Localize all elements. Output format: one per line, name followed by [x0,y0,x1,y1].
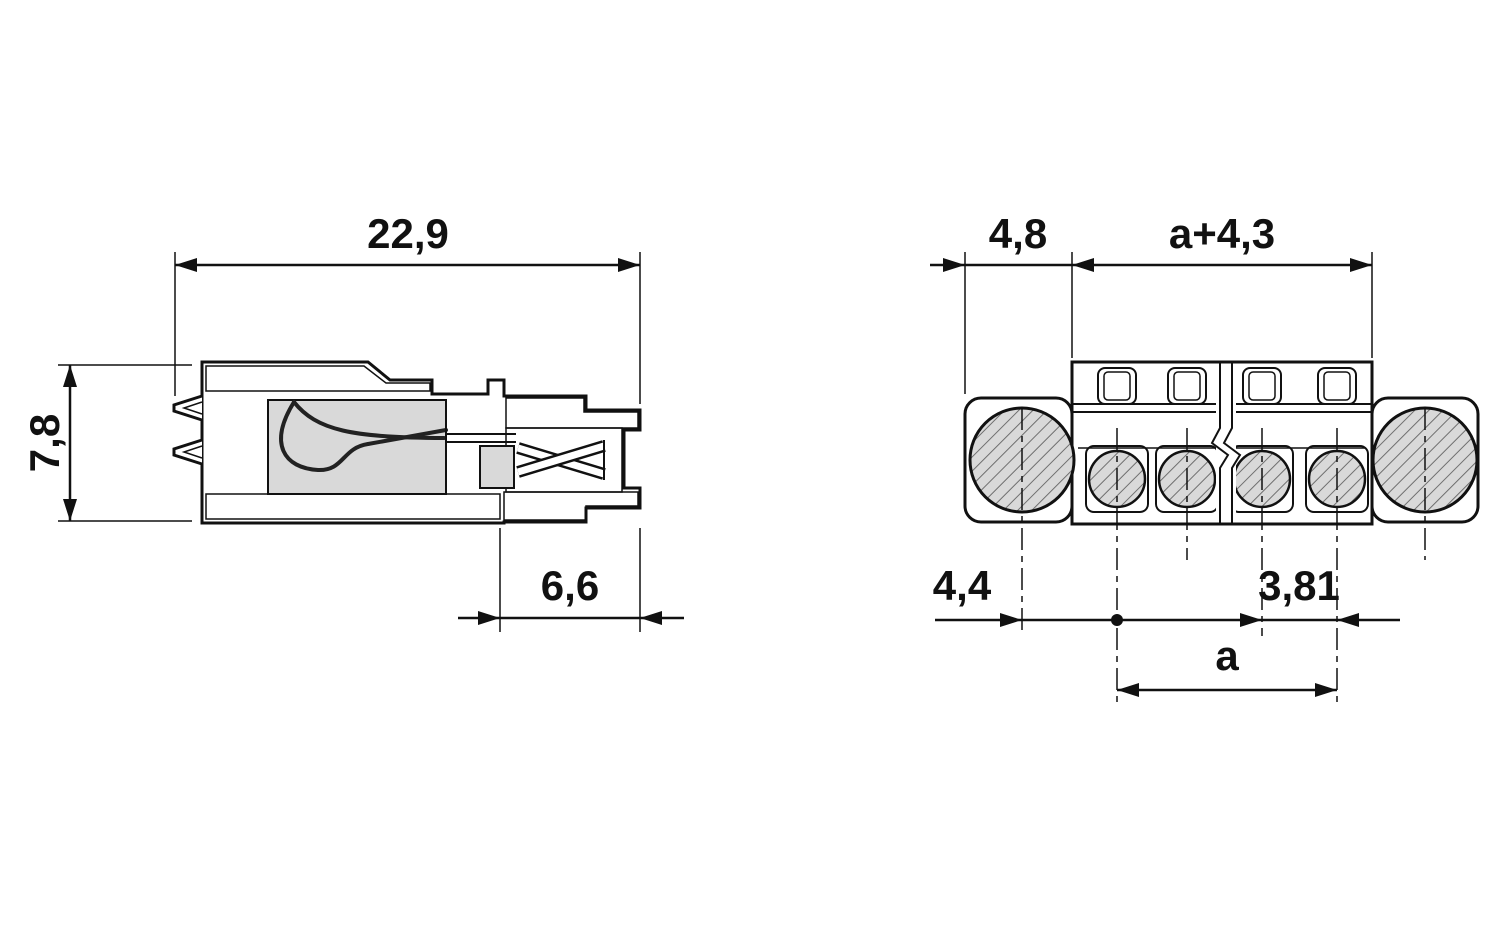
arrow-left-icon [1072,258,1094,272]
arrow-right-icon [478,611,500,625]
hatch-bottom-right-wall [503,491,639,521]
arrow-up-icon [63,365,77,387]
dim-label-flange-width: 4,8 [989,210,1047,257]
arrow-right-icon [618,258,640,272]
lever-window-inner [1323,371,1351,401]
dim-label-span: a [1215,632,1239,679]
funnel-upper [172,394,203,422]
wire-entry-funnels [172,394,203,466]
lever-window [1317,367,1357,405]
funnel-upper-inner [181,401,203,415]
contact-rail [445,400,516,494]
lever-window-inner [1173,371,1201,401]
lever-windows [1097,367,1357,405]
funnel-lower [172,438,203,466]
dim-side-depth: 6,6 [458,528,684,632]
lever-window-inner [1248,371,1276,401]
dim-label-overall-width: a+4,3 [1169,210,1275,257]
arrow-right-icon [1315,683,1337,697]
dim-origin-dot [1111,614,1123,626]
dim-label-hole-offset: 4,4 [933,562,992,609]
lever-window [1167,367,1207,405]
arrow-right-icon [1240,613,1262,627]
dim-front-bottom: 4,4 3,81 [933,562,1400,627]
lever-window [1242,367,1282,405]
arrow-left-icon [1117,683,1139,697]
lever-window-inner [1103,371,1131,401]
front-view: 4,8 a+4,3 4,4 3,81 a [930,210,1480,702]
arrow-right-icon [943,258,965,272]
dim-front-top: 4,8 a+4,3 [930,210,1373,394]
socket-contact [516,440,606,480]
arrow-left-icon [175,258,197,272]
dim-label-pitch: 3,81 [1258,562,1340,609]
hatch-top-wall [205,365,431,392]
side-view: 22,9 7,8 6,6 [21,210,684,632]
lever-window [1097,367,1137,405]
arrow-right-icon [1000,613,1022,627]
insulator-block [479,445,515,489]
centerlines [1021,408,1426,702]
dim-front-span: a [1117,632,1337,697]
clamp-spring [279,400,448,473]
dim-label-side-height: 7,8 [21,414,68,472]
dim-label-side-width: 22,9 [367,210,449,257]
dim-label-side-depth: 6,6 [541,562,599,609]
funnel-lower-inner [181,445,203,459]
arrow-down-icon [63,499,77,521]
dim-side-width: 22,9 [174,210,641,404]
arrow-left-icon [640,611,662,625]
arrow-right-icon [1350,258,1372,272]
arrow-left-icon [1337,613,1359,627]
dim-side-height: 7,8 [21,364,192,522]
break-lines [1210,362,1242,524]
